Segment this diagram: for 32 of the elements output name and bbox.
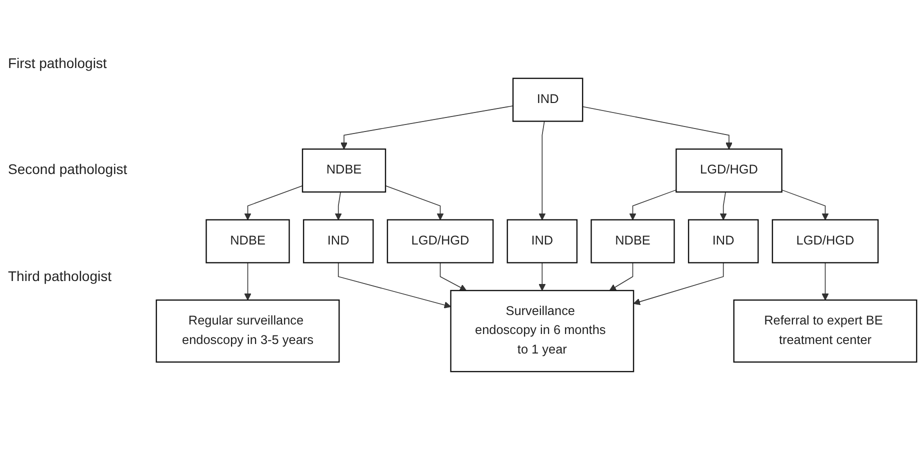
arrow	[338, 262, 452, 308]
arrow	[609, 262, 634, 290]
row-label: Second pathologist	[8, 161, 128, 178]
arrow	[440, 262, 467, 290]
arrow	[629, 189, 677, 220]
arrow	[244, 262, 252, 300]
node-box: LGD/HGD	[772, 218, 879, 263]
node-box: IND	[512, 77, 584, 122]
node-box: IND	[302, 218, 374, 263]
arrow	[385, 184, 444, 220]
node-box: Referral to expert BE treatment center	[733, 299, 918, 362]
row-label: First pathologist	[8, 55, 108, 72]
node-box: NDBE	[590, 218, 675, 263]
arrow	[582, 106, 732, 149]
node-box: NDBE	[302, 148, 386, 192]
arrow	[781, 189, 829, 220]
arrow	[633, 262, 724, 305]
arrow	[720, 191, 727, 220]
node-box: NDBE	[206, 218, 290, 263]
node-box: LGD/HGD	[676, 148, 782, 192]
node-box: IND	[506, 218, 578, 263]
arrow	[244, 184, 303, 220]
arrow	[538, 262, 546, 290]
node-box: Surveillance endoscopy in 6 months to 1 year	[450, 289, 634, 372]
node-box: Regular surveillance endoscopy in 3-5 years	[156, 299, 340, 362]
node-box: LGD/HGD	[386, 218, 494, 263]
arrow	[340, 104, 514, 149]
arrow	[334, 191, 342, 220]
arrow	[822, 262, 829, 300]
node-box: IND	[688, 218, 759, 263]
arrow	[538, 120, 546, 220]
row-label: Third pathologist	[8, 268, 113, 284]
